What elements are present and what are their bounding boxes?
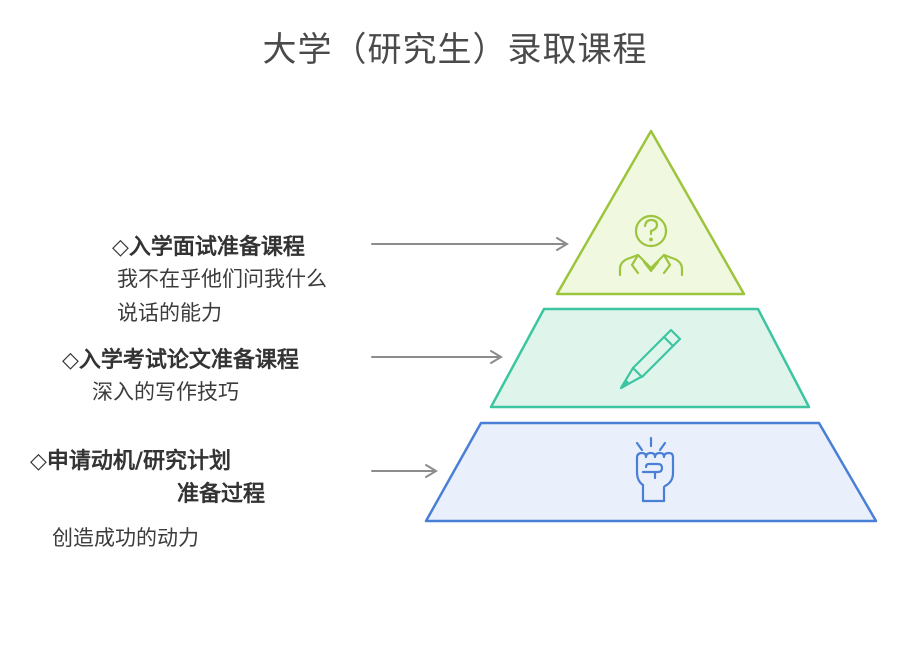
level-desc-motivation: 创造成功的动力 (52, 521, 199, 555)
pyramid-top-tier (555, 129, 746, 296)
pen-icon (619, 328, 682, 390)
question-person-icon (618, 214, 684, 277)
level-desc-line: 深入的写作技巧 (92, 380, 239, 404)
arrow-middle (371, 350, 503, 364)
arrow-bottom (371, 464, 438, 478)
level-label-interview: ◇入学面试准备课程 (112, 235, 305, 260)
level-desc-line: 说话的能力 (117, 301, 222, 325)
pyramid-middle-tier (489, 307, 811, 409)
level-desc-essay: 深入的写作技巧 (92, 375, 239, 409)
level-label-motivation-line2: 准备过程 (177, 482, 266, 507)
level-desc-line: 我不在乎他们问我什么 (117, 267, 327, 291)
page-title: 大学（研究生）录取课程 (262, 30, 648, 70)
level-desc-line: 创造成功的动力 (52, 526, 199, 550)
level-desc-interview: 我不在乎他们问我什么 说话的能力 (117, 262, 327, 330)
level-label-essay: ◇入学考试论文准备课程 (62, 348, 299, 373)
level-label-motivation: ◇申请动机/研究计划 (30, 449, 231, 474)
raised-fist-icon (635, 436, 675, 503)
arrow-top (371, 237, 569, 251)
